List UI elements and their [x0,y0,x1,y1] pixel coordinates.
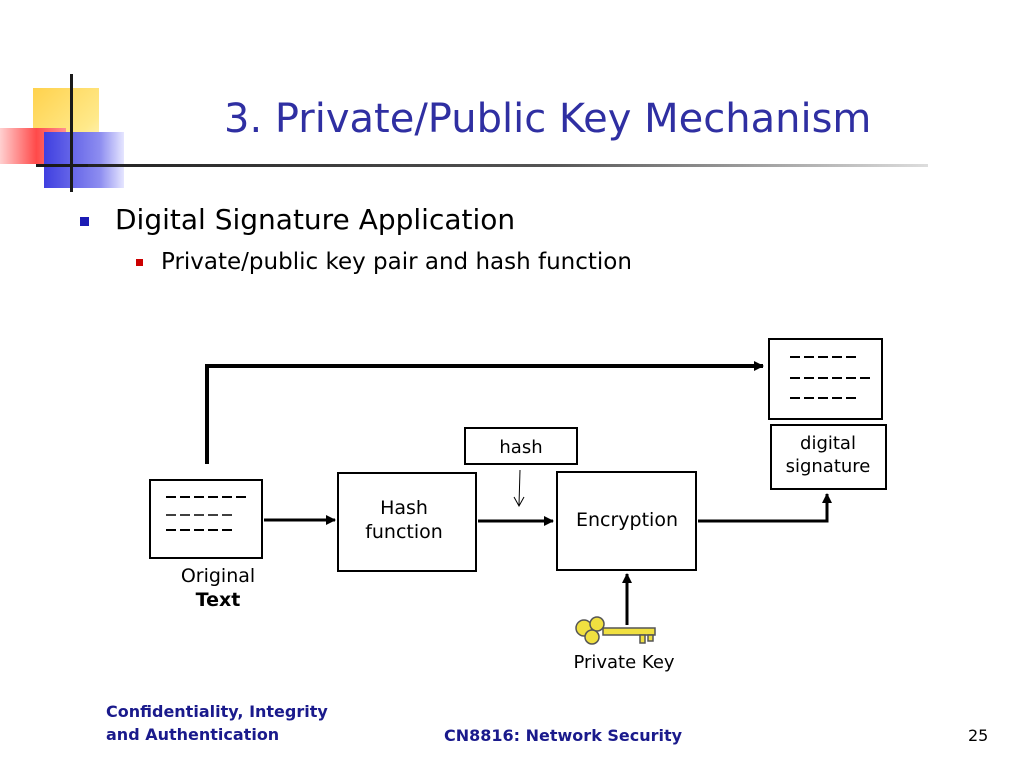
digital-signature-label-line2: signature [786,456,871,477]
bullet-level-1-text: Digital Signature Application [115,203,516,236]
bullet-level-2-text: Private/public key pair and hash functio… [161,249,632,275]
original-text-box [149,479,263,559]
original-text-label-line1: Original [181,565,255,587]
hash-function-box [337,472,477,572]
footer-course: CN8816: Network Security [444,726,683,745]
encryption-label: Encryption [576,509,678,531]
digital-signature-box [770,424,887,490]
logo-blue-square [44,132,124,188]
key-icon [575,616,656,645]
bullet-square-icon [80,216,89,226]
corner-logo-decoration [0,70,140,200]
hash-function-label-line1: Hash [380,497,428,519]
output-document-box [768,338,883,420]
hash-label-box [464,427,578,465]
digital-signature-label-line1: digital [800,433,856,454]
arrow-encryption-to-signature [698,493,832,523]
bullet-square-icon [136,259,143,266]
page-number: 25 [968,726,989,745]
bullet-level-1: Digital Signature Application [80,203,515,236]
arrow-original-to-output [205,361,764,464]
hash-label: hash [499,437,542,458]
footer-topic-line2: and Authentication [106,725,280,744]
hash-function-label-line2: function [365,521,443,543]
slide-title: 3. Private/Public Key Mechanism [224,96,872,142]
footer-topic: Confidentiality, Integrity and Authentic… [106,700,328,746]
original-text-label-line2: Text [196,589,241,611]
hash-pointer-arrow [513,469,525,508]
title-underline [88,164,928,167]
logo-vertical-line [70,74,73,192]
footer-topic-line1: Confidentiality, Integrity [106,702,328,721]
private-key-label: Private Key [573,652,674,673]
encryption-box [556,471,697,571]
bullet-level-2: Private/public key pair and hash functio… [136,249,632,275]
